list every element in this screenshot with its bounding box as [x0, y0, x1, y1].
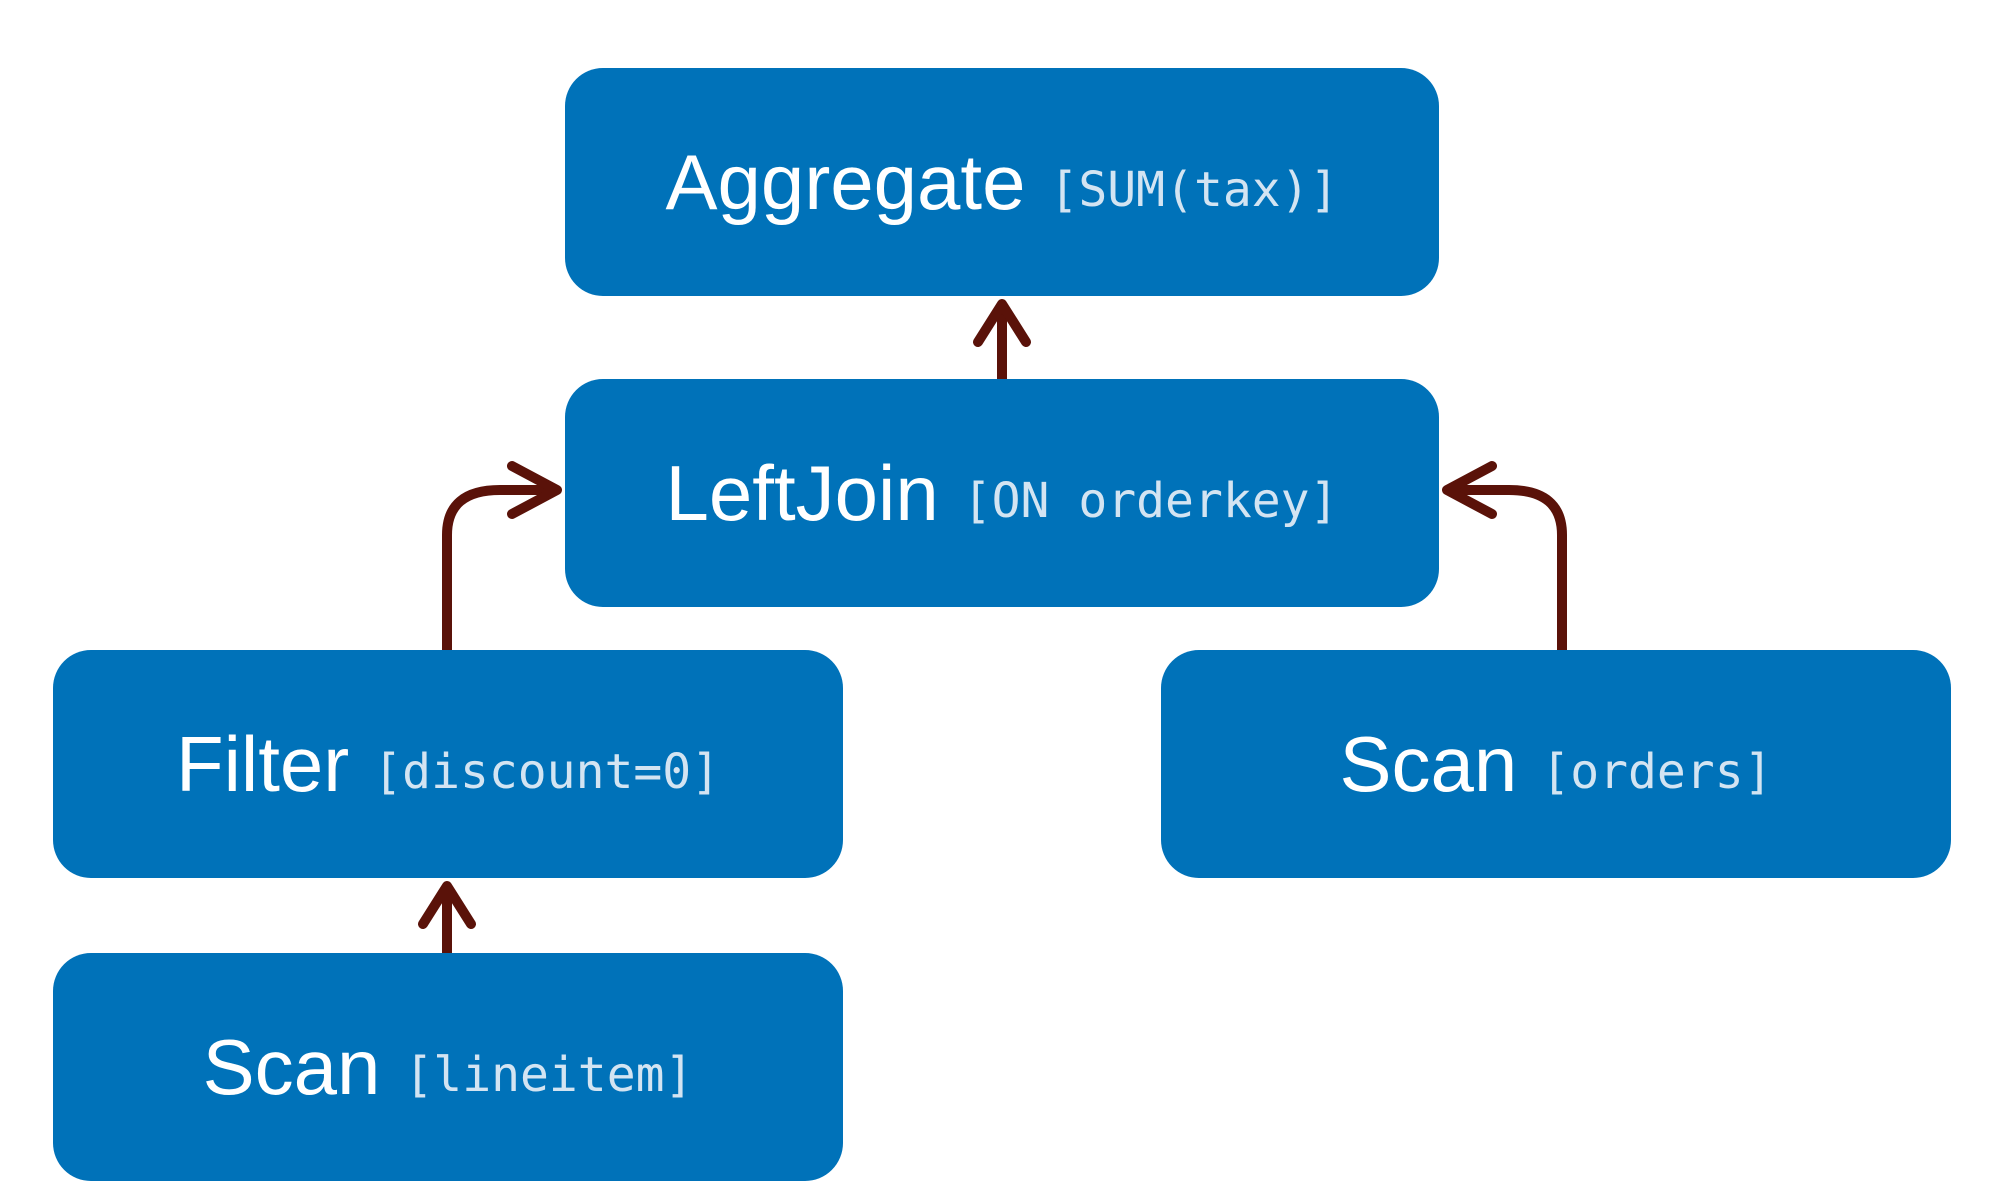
node-scan-lineitem-label: Scan [202, 1022, 381, 1111]
node-aggregate-detail: [SUM(tax)] [1049, 162, 1339, 218]
node-leftjoin-label: LeftJoin [665, 448, 939, 537]
node-filter-detail: [discount=0] [373, 744, 721, 800]
node-scan-lineitem-detail: [lineitem] [404, 1047, 694, 1103]
node-scan-orders-detail: [orders] [1541, 744, 1773, 800]
node-aggregate: Aggregate [SUM(tax)] [565, 68, 1439, 296]
node-filter-label: Filter [175, 719, 350, 808]
node-leftjoin: LeftJoin [ON orderkey] [565, 379, 1439, 607]
node-scan-orders: Scan [orders] [1161, 650, 1951, 878]
node-scan-orders-label: Scan [1339, 719, 1518, 808]
edge-scan-orders-to-leftjoin [1442, 461, 1567, 650]
edge-scan-lineitem-to-filter [418, 881, 476, 953]
node-aggregate-label: Aggregate [665, 137, 1026, 226]
node-filter: Filter [discount=0] [53, 650, 843, 878]
node-scan-lineitem: Scan [lineitem] [53, 953, 843, 1181]
edge-leftjoin-to-aggregate [973, 299, 1031, 379]
node-leftjoin-detail: [ON orderkey] [962, 473, 1339, 529]
edge-filter-to-leftjoin [442, 461, 562, 650]
